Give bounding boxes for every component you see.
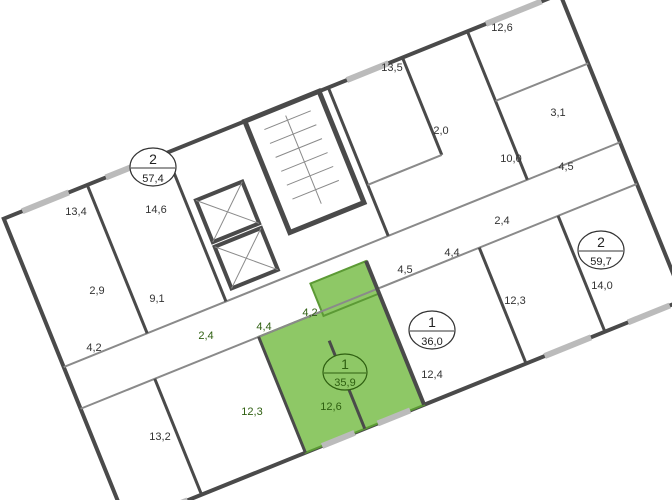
stair-rail xyxy=(285,115,322,204)
room-area-label: 4,2 xyxy=(86,342,101,354)
room-area-label: 13,4 xyxy=(65,206,86,218)
apartment-marker-selected[interactable]: 1 35,9 xyxy=(322,353,368,391)
partition-wall xyxy=(495,62,589,102)
apartment-number: 2 xyxy=(149,151,157,167)
corridor-wall-bottom xyxy=(80,183,638,410)
room-area-label: 14,6 xyxy=(145,204,166,216)
room-area-label: 4,5 xyxy=(558,161,573,173)
room-area-label: 4,4 xyxy=(444,247,459,259)
window xyxy=(376,407,412,427)
apartment-number: 2 xyxy=(597,234,605,250)
room-area-label: 4,5 xyxy=(397,264,412,276)
partition-wall xyxy=(401,57,444,156)
partition-wall xyxy=(257,336,307,454)
room-area-label: 13,5 xyxy=(381,62,402,74)
room-area-label: 2,4 xyxy=(494,215,509,227)
room-area-label: 12,6 xyxy=(320,401,341,413)
apartment-marker-circle xyxy=(408,310,456,350)
apartment-number: 1 xyxy=(341,356,349,372)
window xyxy=(345,60,390,83)
window xyxy=(484,0,543,27)
room-area-label: 4,2 xyxy=(302,307,317,319)
apartment-marker[interactable]: 1 36,0 xyxy=(408,310,456,350)
apartment-number: 1 xyxy=(428,314,436,330)
room-area-label: 2,0 xyxy=(433,125,448,137)
apartment-marker-circle xyxy=(322,353,368,391)
apartment-marker[interactable]: 2 59,7 xyxy=(577,230,625,270)
window xyxy=(626,302,671,326)
partition-wall xyxy=(164,152,228,303)
partition-wall xyxy=(477,247,528,365)
partition-wall xyxy=(364,260,426,406)
room-area-label: 2,4 xyxy=(198,330,213,342)
apartment-area: 35,9 xyxy=(334,377,355,389)
room-area-label: 12,3 xyxy=(241,406,262,418)
room-area-label: 10,0 xyxy=(500,153,521,165)
room-area-label: 12,3 xyxy=(504,295,525,307)
apartment-marker-circle xyxy=(129,147,177,187)
partition-wall xyxy=(153,378,203,496)
apartment-area: 36,0 xyxy=(421,336,442,348)
window xyxy=(320,430,356,449)
apartment-marker-circle xyxy=(577,230,625,270)
room-area-label: 13,2 xyxy=(149,431,170,443)
window xyxy=(543,334,593,359)
apartment-marker[interactable]: 2 57,4 xyxy=(129,147,177,187)
partition-wall xyxy=(326,86,390,237)
elevator-cross xyxy=(212,181,243,243)
room-area-label: 3,1 xyxy=(550,107,565,119)
room-area-label: 2,9 xyxy=(89,285,104,297)
window xyxy=(21,189,70,214)
partition-wall xyxy=(85,184,149,334)
partition-wall xyxy=(367,154,443,186)
room-area-label: 9,1 xyxy=(149,293,164,305)
room-area-label: 14,0 xyxy=(591,280,612,292)
elevator-cross xyxy=(231,227,262,289)
apartment-area: 57,4 xyxy=(142,173,163,185)
room-area-label: 12,4 xyxy=(421,369,442,381)
partition-wall xyxy=(465,30,529,181)
room-area-label: 4,4 xyxy=(256,321,271,333)
room-area-label: 12,6 xyxy=(491,22,512,34)
apartment-area: 59,7 xyxy=(590,256,611,268)
partition-wall xyxy=(556,215,607,333)
